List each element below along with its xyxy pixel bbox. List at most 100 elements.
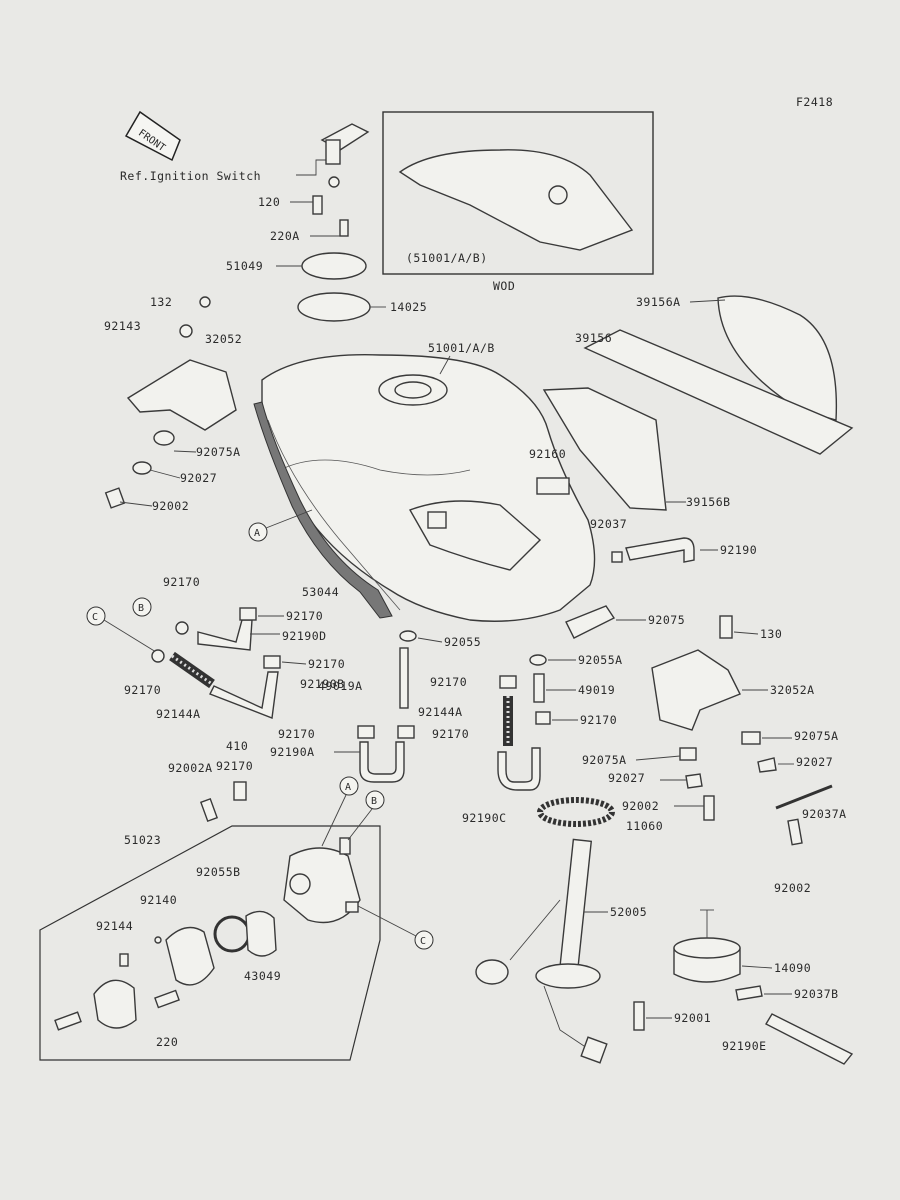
label-51001ab: 51001/A/B <box>428 341 495 355</box>
label-410: 410 <box>226 739 248 753</box>
label-92027-m: 92027 <box>608 771 645 785</box>
svg-text:B: B <box>138 603 144 614</box>
label-92055a: 92055A <box>578 653 623 667</box>
label-92143: 92143 <box>104 319 141 333</box>
label-92144a-left: 92144A <box>156 707 201 721</box>
svg-text:C: C <box>420 936 426 947</box>
label-49019: 49019 <box>578 683 615 697</box>
bolt-130 <box>719 615 733 639</box>
label-92170-f: 92170 <box>580 713 617 727</box>
label-92144: 92144 <box>96 919 133 933</box>
label-52005: 52005 <box>610 905 647 919</box>
bracket-32052 <box>104 296 237 509</box>
hose-92190e <box>765 1013 854 1065</box>
pad-39156 <box>583 329 854 455</box>
label-92075a: 92075A <box>196 445 241 459</box>
label-92037: 92037 <box>590 517 627 531</box>
screw-120 <box>290 195 323 215</box>
hose-92190b <box>209 671 279 719</box>
label-92190c: 92190C <box>462 811 507 825</box>
svg-text:C: C <box>92 612 98 623</box>
spring-92144 <box>119 953 129 967</box>
label-11060: 11060 <box>626 819 663 833</box>
label-92075a-r: 92075A <box>794 729 839 743</box>
clamp-92170-b <box>239 607 257 621</box>
svg-text:B: B <box>371 796 377 807</box>
label-51049: 51049 <box>226 259 263 273</box>
collar-92027-mid <box>685 773 703 789</box>
label-39156: 39156 <box>575 331 612 345</box>
pump-base <box>93 979 137 1029</box>
bolt-220 <box>154 989 180 1009</box>
diaphragm-43049 <box>245 910 277 957</box>
pin-92140 <box>154 936 162 944</box>
label-92027-r: 92027 <box>796 755 833 769</box>
label-53044: 53044 <box>302 585 339 599</box>
hose-92190a <box>359 741 405 783</box>
wod-inset: (51001/A/B) WOD <box>382 111 654 293</box>
label-92170-g: 92170 <box>278 727 315 741</box>
gasket-11060 <box>537 797 615 827</box>
clamp-92037b <box>735 985 763 1001</box>
damper-92160 <box>536 477 570 495</box>
label-14025: 14025 <box>390 300 427 314</box>
clamp-92170-f <box>535 711 551 725</box>
bushing-410 <box>233 781 247 801</box>
label-92001: 92001 <box>674 1011 711 1025</box>
fuel-pump-module-52005 <box>475 838 608 1064</box>
seal-strip-53044 <box>253 401 393 619</box>
label-92170-i: 92170 <box>216 759 253 773</box>
label-14090: 14090 <box>774 961 811 975</box>
label-92170-a: 92170 <box>163 575 200 589</box>
label-130: 130 <box>760 627 782 641</box>
svg-text:A: A <box>254 528 260 539</box>
clamp-92170-c <box>151 649 165 663</box>
callout-b-pump: B <box>347 790 385 841</box>
clip-92037a <box>775 784 833 810</box>
label-92075: 92075 <box>648 613 685 627</box>
label-32052a: 32052A <box>770 683 815 697</box>
label-92170-h: 92170 <box>432 727 469 741</box>
label-92190a: 92190A <box>270 745 315 759</box>
label-92190d: 92190D <box>282 629 327 643</box>
pad-39156b <box>542 387 667 511</box>
cover-pump <box>165 926 215 986</box>
fuel-cap <box>301 252 367 280</box>
label-92190: 92190 <box>720 543 757 557</box>
label-92002a: 92002A <box>168 761 213 775</box>
label-120: 120 <box>258 195 280 209</box>
hose-92190c <box>497 747 541 791</box>
collar-92027-right <box>757 757 777 773</box>
label-92190b: 92190B <box>300 677 345 691</box>
hose-92190d <box>197 619 253 651</box>
variant-caption: (51001/A/B) <box>406 251 488 265</box>
label-132: 132 <box>150 295 172 309</box>
front-arrow-icon: FRONT <box>124 110 181 162</box>
label-92160: 92160 <box>529 447 566 461</box>
label-92037a: 92037A <box>802 807 847 821</box>
label-92170-b: 92170 <box>286 609 323 623</box>
label-92190e: 92190E <box>722 1039 767 1053</box>
bolt-92002-mid <box>703 795 715 821</box>
label-92075a-m: 92075A <box>582 753 627 767</box>
label-92002: 92002 <box>152 499 189 513</box>
label-92002-m: 92002 <box>622 799 659 813</box>
clamp-92170-d <box>263 655 281 669</box>
label-92140: 92140 <box>140 893 177 907</box>
oring-92055a <box>529 654 547 666</box>
oring-92055b <box>213 915 251 953</box>
label-92002-r: 92002 <box>774 881 811 895</box>
damper-92075a-mid <box>679 747 697 761</box>
clip-92037 <box>611 551 623 563</box>
clamp-92170-e <box>499 675 517 689</box>
gasket-14025 <box>297 292 371 322</box>
bolt-pump-left <box>54 1011 82 1031</box>
bolt-92002a <box>199 797 219 823</box>
pipe-49019a <box>399 647 409 709</box>
ref-ignition-label: Ref.Ignition Switch <box>120 169 261 183</box>
label-92055b: 92055B <box>196 865 241 879</box>
label-51023: 51023 <box>124 833 161 847</box>
clamp-92170-a <box>175 621 189 635</box>
label-220a: 220A <box>270 229 300 243</box>
